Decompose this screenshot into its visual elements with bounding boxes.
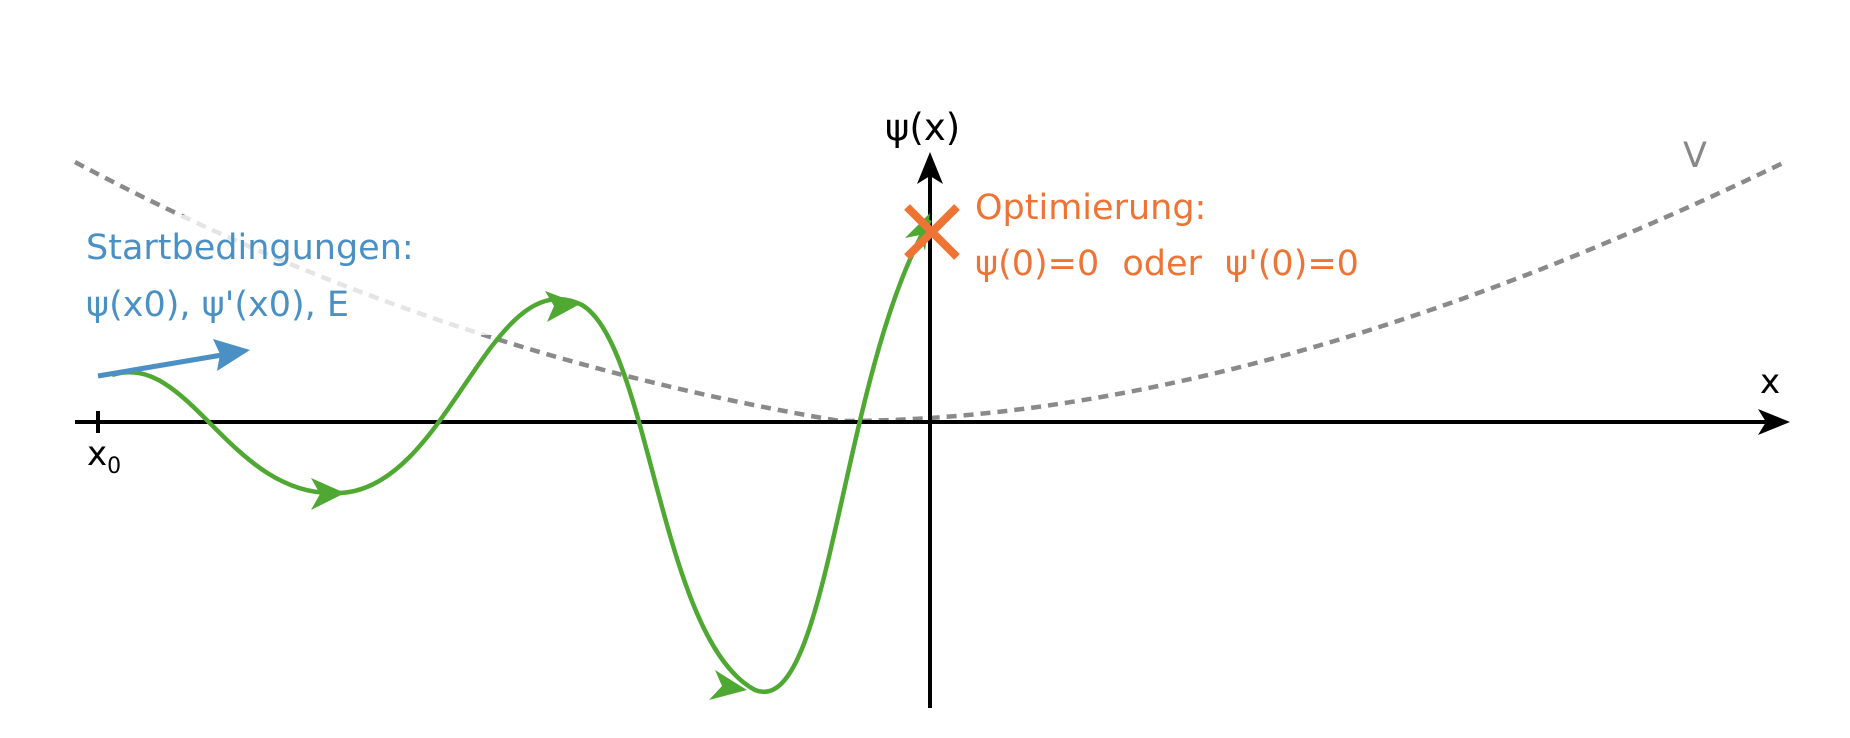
x0-label: x0 <box>87 434 121 479</box>
x0-base: x <box>87 434 108 474</box>
potential-label: V <box>1683 136 1707 176</box>
optimization-condition: ψ(0)=0 oder ψ'(0)=0 <box>975 244 1359 284</box>
start-arrowhead <box>213 339 250 371</box>
y-axis-label: ψ(x) <box>885 106 961 149</box>
x0-subscript: 0 <box>107 453 122 479</box>
wave-arrowhead-2 <box>545 291 580 322</box>
wave-arrowhead-1 <box>311 478 345 510</box>
start-conditions-values: ψ(x0), ψ'(x0), E <box>86 285 349 325</box>
psi-axis-arrowhead <box>917 152 943 184</box>
text-backdrop <box>180 215 510 335</box>
start-arrow <box>97 352 223 379</box>
optimization-title: Optimierung: <box>975 188 1207 228</box>
x-axis-arrowhead <box>1758 409 1790 435</box>
start-conditions-title: Startbedingungen: <box>86 228 414 268</box>
optimization-cross-icon <box>904 204 960 260</box>
wavefunction-curve <box>111 218 932 695</box>
wave-arrowhead-3 <box>709 670 747 700</box>
x-axis-label: x <box>1760 362 1781 402</box>
